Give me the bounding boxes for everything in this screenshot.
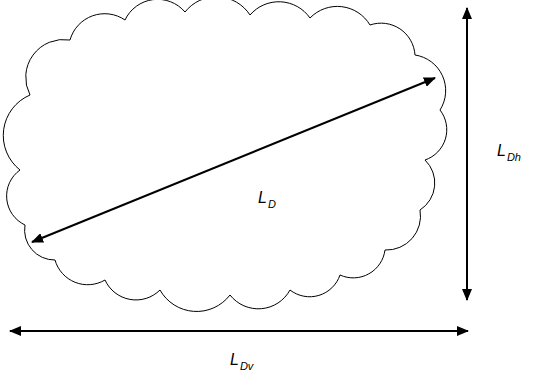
diagonal-dimension-arrow [32,78,435,242]
vertical-dimension-arrow [466,8,468,300]
dimension-symbol: L [258,190,267,206]
dimension-subscript: D [268,199,276,210]
dimension-subscript: Dh [507,152,521,163]
dimension-symbol: L [230,352,239,368]
dimension-subscript: Dv [240,361,253,372]
dimension-symbol: L [497,143,506,159]
horizontal-dimension-arrow [10,330,468,332]
cloud-outline [3,0,446,311]
